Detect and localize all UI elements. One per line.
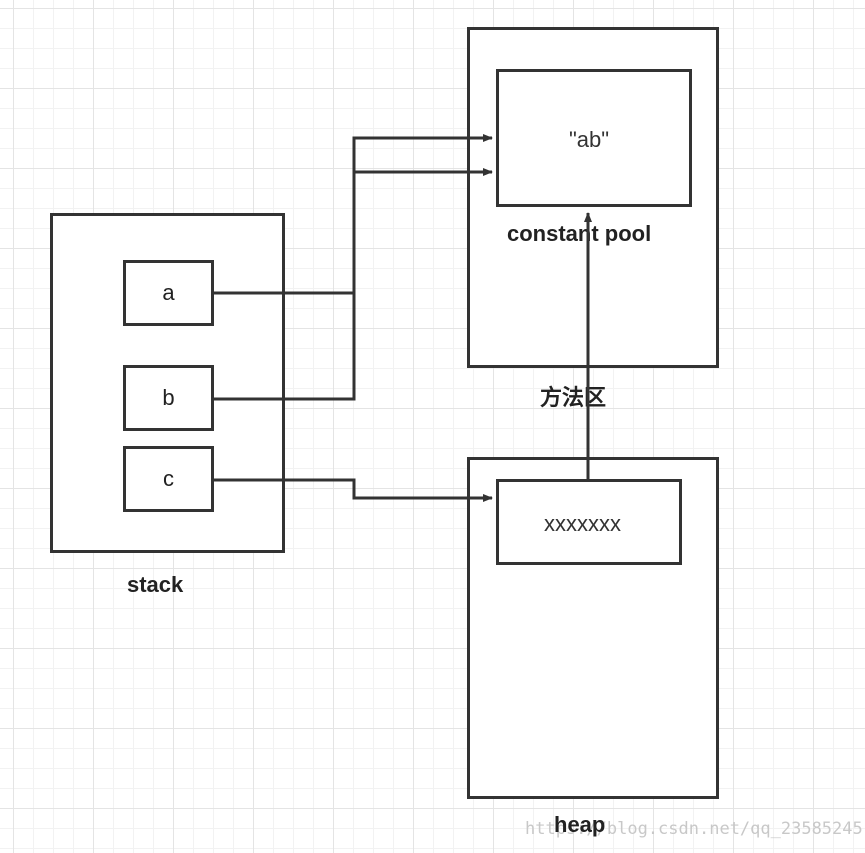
stack-var-a: a xyxy=(123,260,214,326)
method-area-label: 方法区 xyxy=(540,386,607,411)
stack-var-b: b xyxy=(123,365,214,431)
stack-label: stack xyxy=(127,572,184,597)
constant-pool-string: "ab" xyxy=(569,127,610,152)
arrow-c-to-heap-object xyxy=(214,478,493,502)
constant-pool-label: constant pool xyxy=(507,221,652,246)
heap-label: heap xyxy=(554,812,606,837)
stack-var-c: c xyxy=(123,446,214,512)
heap-object-box xyxy=(496,479,682,565)
constant-pool-box xyxy=(496,69,692,207)
heap-object-label: xxxxxxx xyxy=(544,511,621,536)
watermark-url: https://blog.csdn.net/qq_23585245 xyxy=(525,819,863,839)
arrow-b-to-constant-pool xyxy=(214,168,493,401)
